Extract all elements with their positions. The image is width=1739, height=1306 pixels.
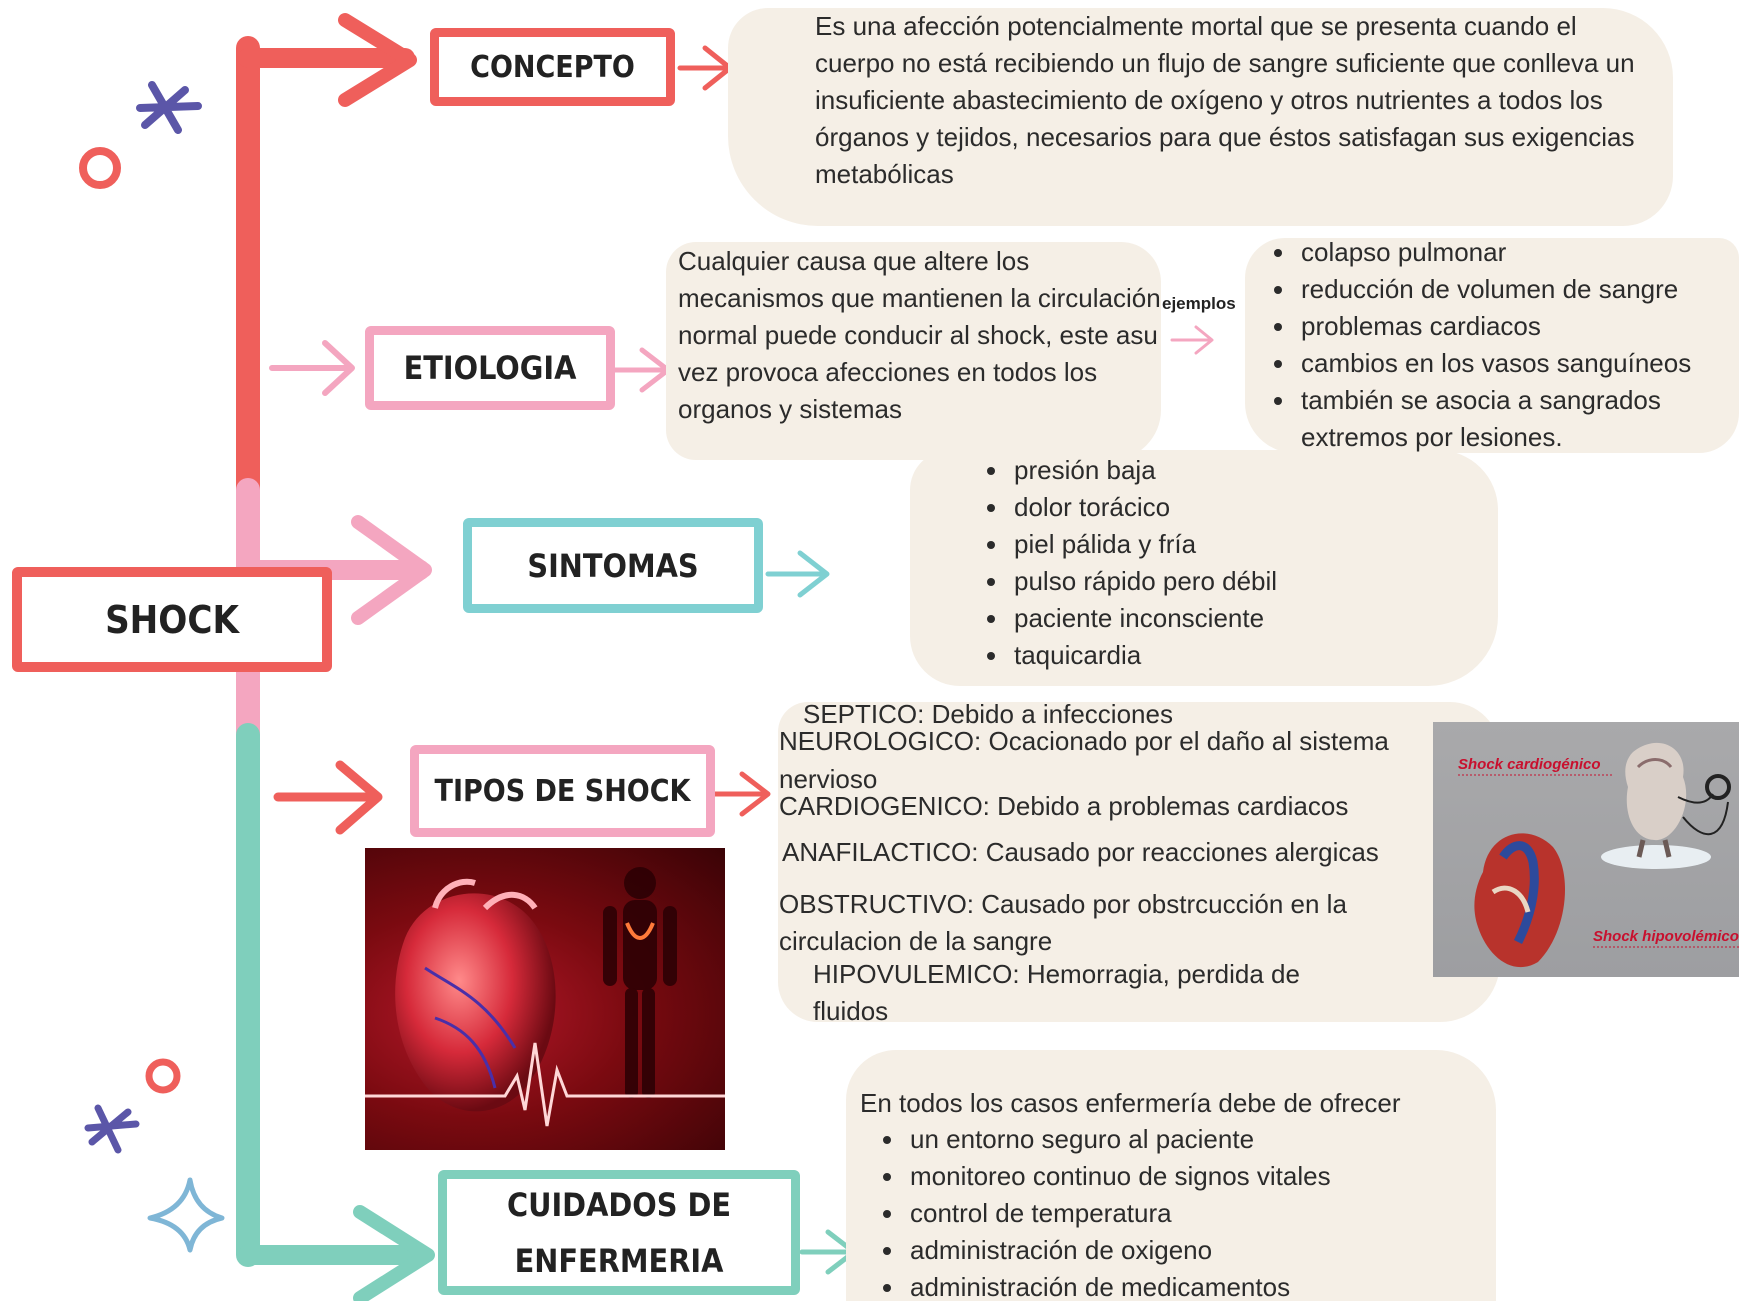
arrow-tipos-in [273,760,383,835]
list-item: también se asocia a sangrados extremos p… [1297,382,1739,456]
list-item: administración de oxigeno [906,1232,1466,1269]
sintomas-label: SINTOMAS [527,546,699,585]
list-item: problemas cardiacos [1297,308,1739,345]
tipo-neurologico: NEUROLOGICO: Ocacionado por el daño al s… [779,726,1389,756]
tipo-hipovolemico: HIPOVULEMICO: Hemorragia, perdida de [813,959,1300,989]
arrow-tipos-out [712,771,771,817]
list-item: taquicardia [1010,637,1490,674]
list-item: reducción de volumen de sangre [1297,271,1739,308]
tipo-obstructivo: OBSTRUCTIVO: Causado por obstrcucción en… [779,889,1347,919]
arrow-sintomas-out [765,550,830,598]
arrow-ejemplos [1170,325,1214,355]
node-etiologia: ETIOLOGIA [365,326,615,410]
blob-cuidados [846,1050,1496,1301]
tipo-hipovolemico-cont: fluidos [813,996,889,1026]
tipo-anafilactico: ANAFILACTICO: Causado por reacciones ale… [782,837,1379,867]
node-tipos: TIPOS DE SHOCK [410,745,715,837]
node-cuidados: CUIDADOS DE ENFERMERIA [438,1170,800,1295]
arrowhead-cuidados [353,1205,435,1301]
cuidados-list: un entorno seguro al paciente monitoreo … [874,1121,1466,1306]
list-item: presión baja [1010,452,1490,489]
blob-ejemplos [1245,238,1739,453]
etiologia-examples-list: colapso pulmonar reducción de volumen de… [1265,234,1739,456]
list-item: monitoreo continuo de signos vitales [906,1158,1466,1195]
concepto-text: Es una afección potencialmente mortal qu… [815,11,1635,189]
tipos-label: TIPOS DE SHOCK [434,773,691,809]
tipo-neurologico-cont: nervioso [779,764,878,794]
blob-etiologia [666,242,1161,460]
root-label: SHOCK [105,597,239,642]
list-item: un entorno seguro al paciente [906,1121,1466,1158]
sparkle-icon [147,1177,225,1253]
arrowhead-sintomas [351,515,432,625]
cuidados-label-line2: ENFERMERIA [514,1241,724,1280]
star-icon-top [136,81,202,134]
node-concepto: CONCEPTO [430,28,675,106]
caption-shock-hipovolemico: Shock hipovolémico [1593,928,1739,945]
circle-deco-top [79,147,121,189]
blob-tipos [778,702,1500,1022]
etiologia-text: Cualquier causa que altere los mecanismo… [678,246,1161,424]
list-item: piel pálida y fría [1010,526,1490,563]
cuidados-intro: En todos los casos enfermería debe de of… [860,1088,1401,1118]
caption-shock-cardiogenico: Shock cardiogénico [1458,756,1601,773]
ejemplos-label: ejemplos [1162,294,1236,313]
tipo-cardiogenico: CARDIOGENICO: Debido a problemas cardiac… [779,791,1349,821]
sintomas-list: presión baja dolor torácico piel pálida … [978,452,1490,674]
node-sintomas: SINTOMAS [463,518,763,613]
etiologia-label: ETIOLOGIA [403,349,577,387]
heart-ecg-image [365,848,725,1150]
shock-types-image: Shock cardiogénico Shock hipovolémico [1433,722,1739,977]
root-node-shock: SHOCK [12,567,332,672]
arrow-etiologia-in [269,340,355,396]
list-item: administración de medicamentos [906,1269,1466,1306]
cuidados-label-line1: CUIDADOS DE [506,1185,732,1224]
blob-concepto [728,8,1673,226]
list-item: pulso rápido pero débil [1010,563,1490,600]
list-item: control de temperatura [906,1195,1466,1232]
list-item: colapso pulmonar [1297,234,1739,271]
arrowhead-concepto [338,13,417,107]
tipo-septico: SEPTICO: Debido a infecciones [803,699,1173,729]
star-icon-bottom [84,1104,140,1154]
list-item: paciente inconsciente [1010,600,1490,637]
arrow-etiologia-out [612,347,671,393]
list-item: dolor torácico [1010,489,1490,526]
concepto-label: CONCEPTO [470,49,635,85]
circle-deco-bottom [145,1058,181,1094]
arrow-concepto-out [677,45,733,91]
list-item: cambios en los vasos sanguíneos [1297,345,1739,382]
blob-sintomas [910,450,1498,686]
tipo-obstructivo-cont: circulacion de la sangre [779,926,1053,956]
